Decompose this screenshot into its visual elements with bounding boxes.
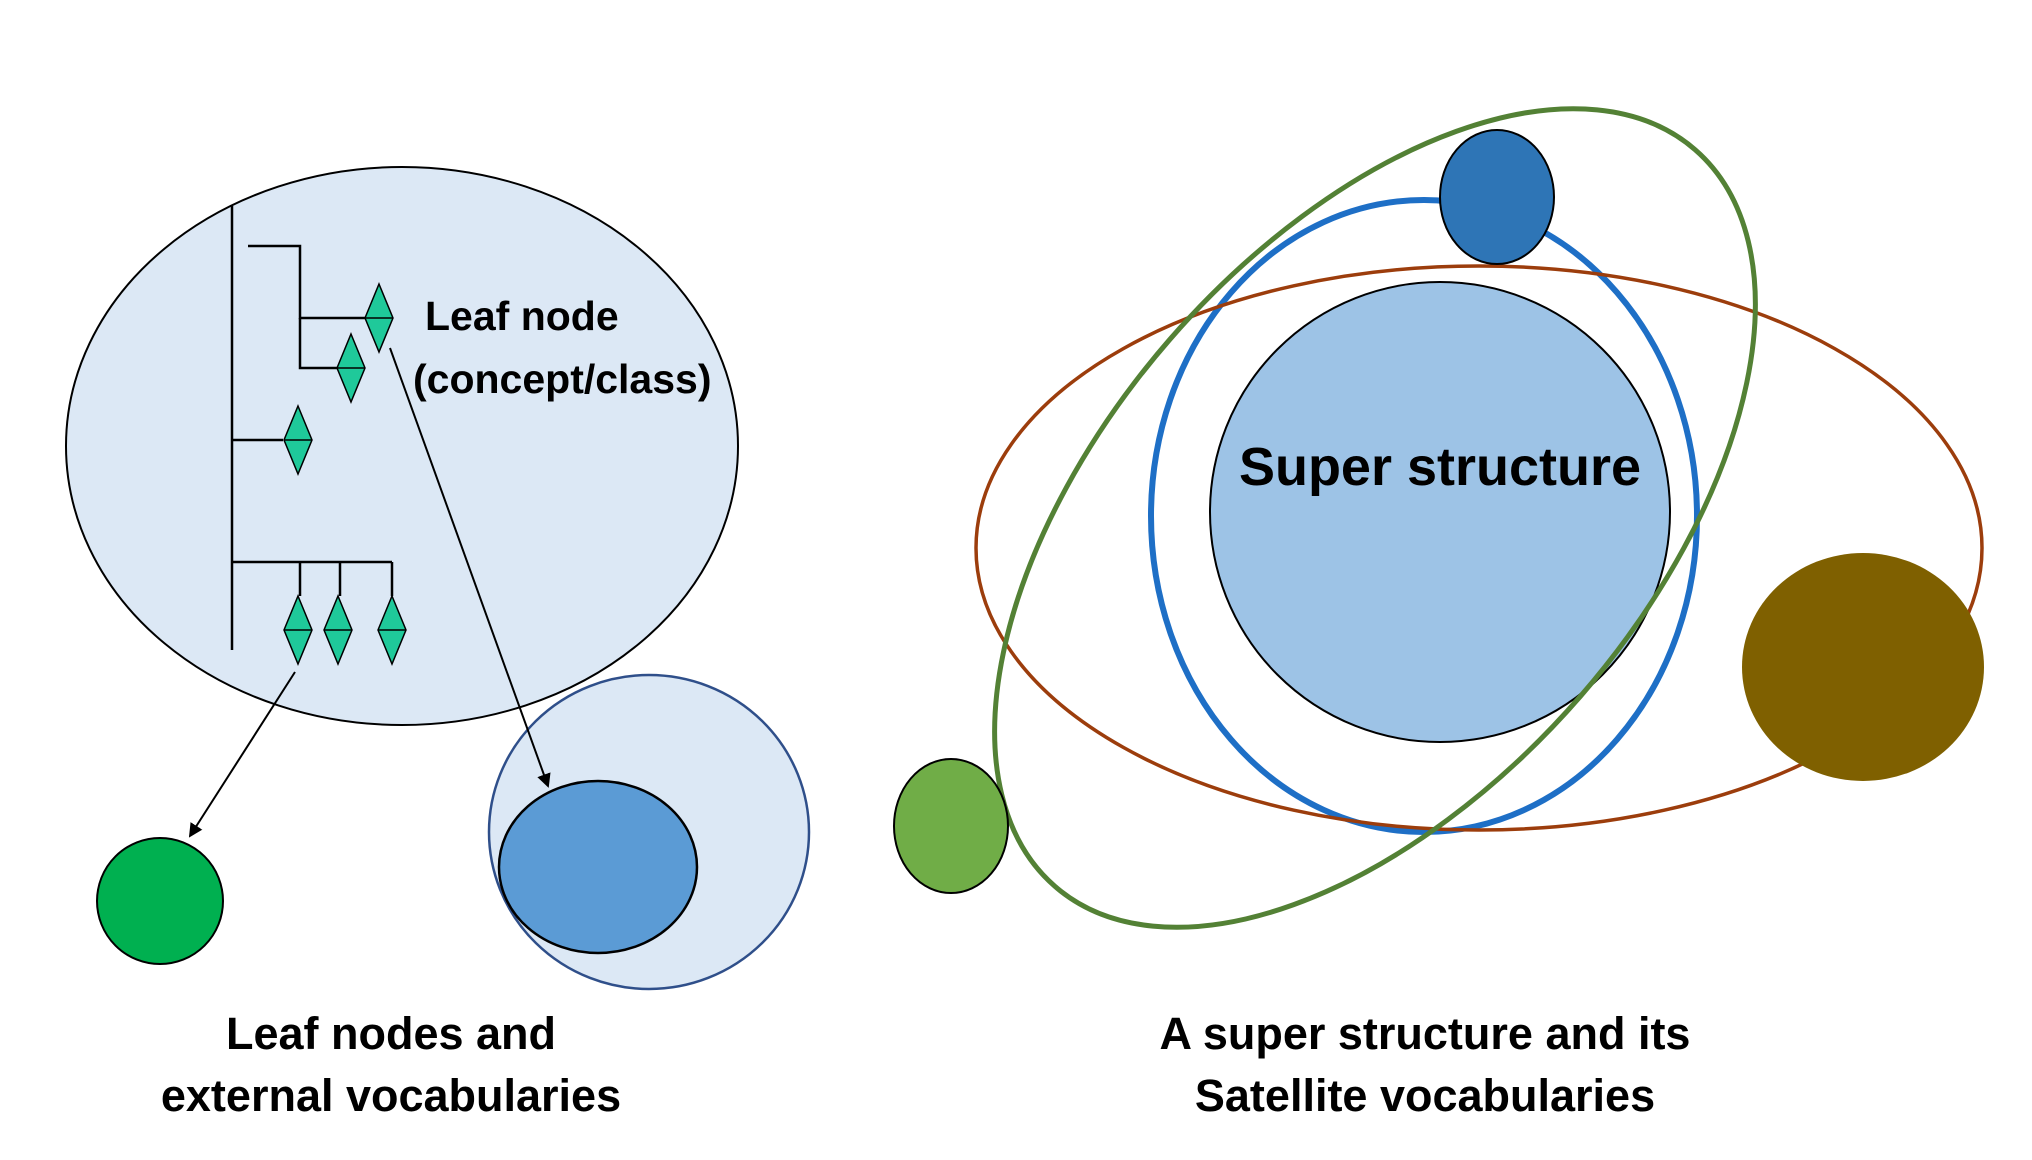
arrow-to-external-node — [188, 671, 296, 838]
right-caption-line1: A super structure and its — [1160, 1008, 1691, 1059]
left-caption-line1: Leaf nodes and — [226, 1008, 556, 1059]
left-satellite-vocabulary — [893, 758, 1009, 894]
external-vocabulary-inner — [497, 779, 699, 955]
leaf-diamonds — [283, 282, 407, 666]
hierarchy-tree — [230, 206, 394, 650]
brown-orbit — [974, 264, 1984, 832]
leaf-node-sublabel: (concept/class) — [413, 356, 712, 402]
external-vocabulary-node — [96, 837, 224, 965]
leaf-diamond — [283, 594, 313, 666]
blue-orbit — [1148, 197, 1700, 835]
right-panel: Super structure A super structure and it… — [893, 106, 1984, 1121]
leaf-diamond — [377, 594, 407, 666]
leaf-diamond — [323, 594, 353, 666]
top-satellite-vocabulary — [1439, 129, 1555, 265]
leaf-node-label: Leaf node — [425, 293, 619, 339]
left-caption-line2: external vocabularies — [161, 1070, 621, 1121]
super-structure-core — [1209, 281, 1671, 743]
ontology-tree-bubble — [65, 166, 739, 726]
green-orbit — [992, 106, 1758, 930]
super-structure-label: Super structure — [1239, 437, 1641, 497]
right-caption-line2: Satellite vocabularies — [1195, 1070, 1655, 1121]
right-satellite-vocabulary — [1742, 553, 1984, 781]
external-vocabulary-bubble — [487, 673, 811, 991]
left-panel: Leaf node (concept/class) Leaf nodes and… — [65, 166, 811, 1121]
leaf-diamond — [336, 332, 366, 404]
arrow-to-external-vocabulary — [389, 347, 551, 788]
leaf-diamond — [283, 404, 313, 476]
leaf-diamond — [364, 282, 394, 354]
